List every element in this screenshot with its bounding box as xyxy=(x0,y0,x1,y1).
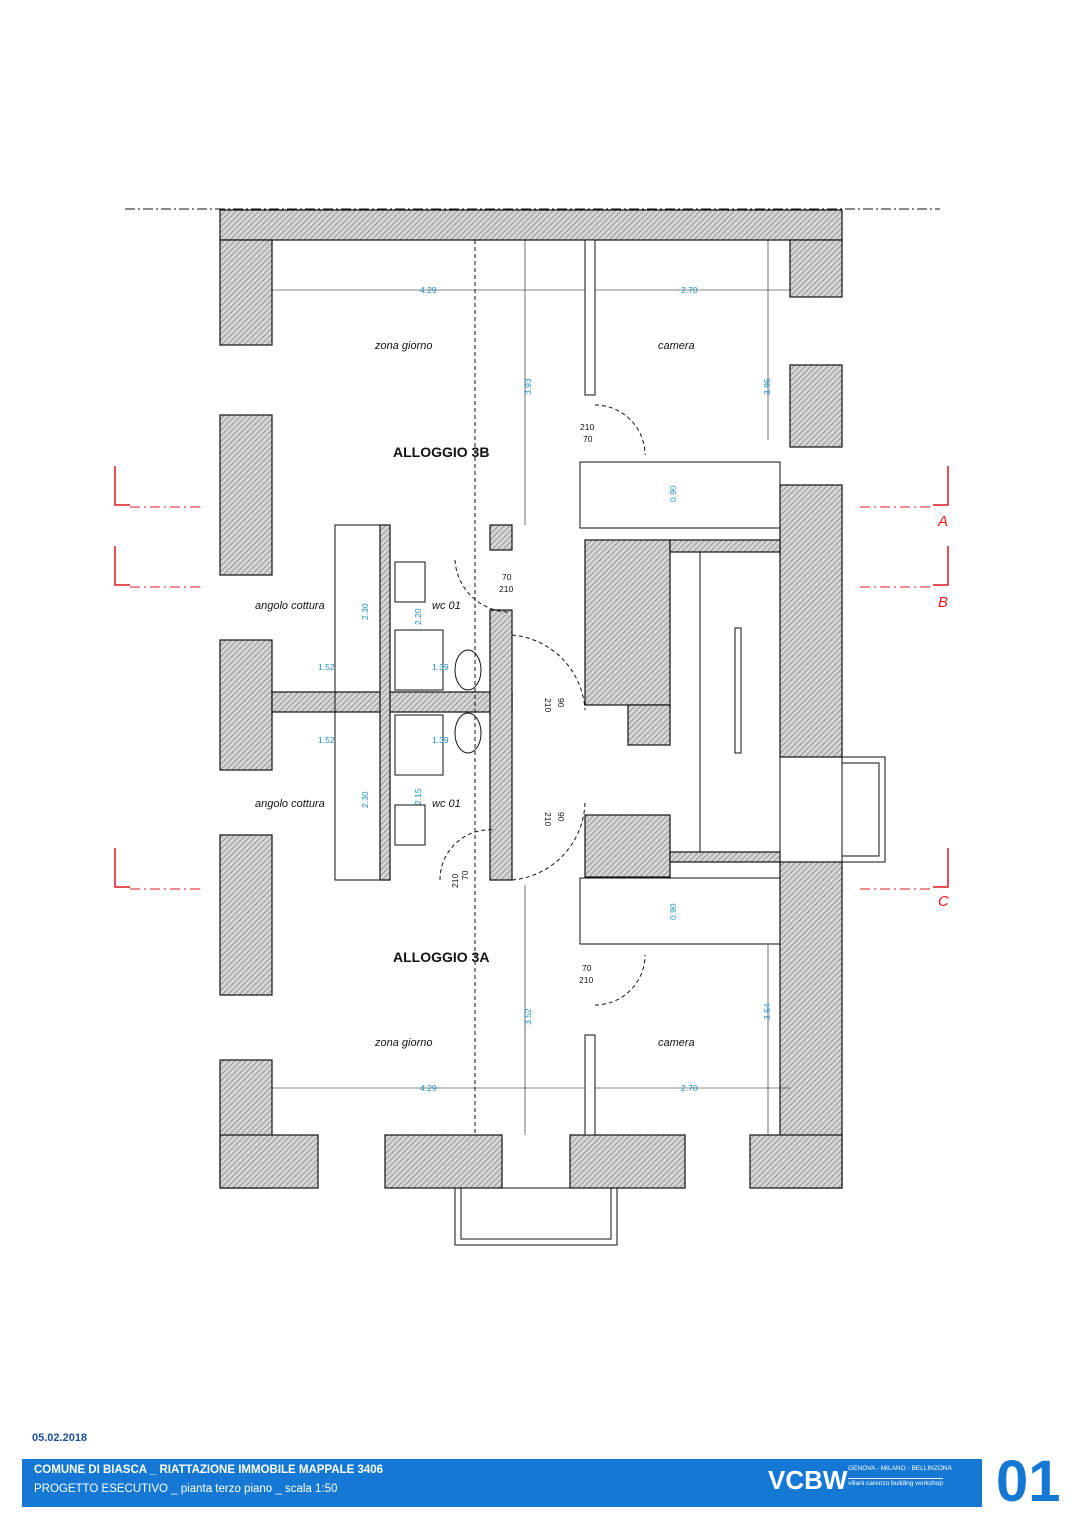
room-label: zona giorno xyxy=(374,340,433,352)
door-width: 210 xyxy=(450,874,460,888)
dimension: 2.30 xyxy=(360,603,370,620)
door-height: 70 xyxy=(460,870,470,880)
project-title: COMUNE DI BIASCA _ RIATTAZIONE IMMOBILE … xyxy=(34,1464,384,1476)
section-label-c: C xyxy=(938,893,949,910)
dimension: 0.90 xyxy=(668,903,678,920)
sheet-number: 01 xyxy=(996,1449,1061,1514)
dimension: 2.15 xyxy=(413,788,423,805)
walls xyxy=(219,209,843,1189)
dimension: 0.90 xyxy=(668,485,678,502)
door-width: 210 xyxy=(580,422,594,432)
room-label: wc 01 xyxy=(432,600,461,612)
dimension: 2.70 xyxy=(681,1083,698,1093)
dimension: 1.39 xyxy=(432,662,449,672)
dimension: 2.20 xyxy=(413,608,423,625)
dimension: 3.93 xyxy=(523,378,533,395)
dimension: 1.52 xyxy=(318,662,335,672)
door-height: 210 xyxy=(543,812,553,826)
dimension: 3.54 xyxy=(762,1003,772,1020)
title-block: COMUNE DI BIASCA _ RIATTAZIONE IMMOBILE … xyxy=(22,1459,982,1507)
dimension: 2.30 xyxy=(360,791,370,808)
section-markers xyxy=(114,466,949,890)
firm-logo: VCBW xyxy=(768,1465,848,1495)
firm-tagline: villani carenzo building workshop xyxy=(848,1478,944,1487)
door-width: 70 xyxy=(502,572,512,582)
door-labels: 210 70 70 210 90 210 90 210 210 70 70 21… xyxy=(450,422,594,985)
dimension: 4.29 xyxy=(420,1083,437,1093)
room-label: zona giorno xyxy=(374,1037,433,1049)
room-label: camera xyxy=(658,1037,695,1049)
section-label-a: A xyxy=(937,513,948,530)
room-label: camera xyxy=(658,340,695,352)
section-label-b: B xyxy=(938,594,948,611)
unit-label-3a: ALLOGGIO 3A xyxy=(393,949,489,965)
room-label: angolo cottura xyxy=(255,600,325,612)
firm-cities: GENOVA - MILANO - BELLINZONA xyxy=(848,1465,952,1472)
door-height: 210 xyxy=(543,698,553,712)
floor-plan: A B C ALLOGGIO 3B ALLOGGIO 3A zona giorn… xyxy=(114,208,949,1246)
room-label: wc 01 xyxy=(432,798,461,810)
door-width: 70 xyxy=(582,963,592,973)
interior-lines xyxy=(272,239,886,1246)
room-label: angolo cottura xyxy=(255,798,325,810)
dimension: 1.39 xyxy=(432,735,449,745)
door-height: 210 xyxy=(579,975,593,985)
door-width: 90 xyxy=(556,812,566,822)
dimension: 4.29 xyxy=(420,285,437,295)
door-height: 70 xyxy=(583,434,593,444)
dimension: 1.52 xyxy=(318,735,335,745)
door-width: 90 xyxy=(556,698,566,708)
project-subtitle: PROGETTO ESECUTIVO _ pianta terzo piano … xyxy=(34,1483,338,1495)
dimension: 3.52 xyxy=(523,1008,533,1025)
dimension: 2.70 xyxy=(681,285,698,295)
door-height: 210 xyxy=(499,584,513,594)
unit-label-3b: ALLOGGIO 3B xyxy=(393,444,489,460)
date: 05.02.2018 xyxy=(32,1432,88,1444)
dimension: 3.95 xyxy=(762,378,772,395)
